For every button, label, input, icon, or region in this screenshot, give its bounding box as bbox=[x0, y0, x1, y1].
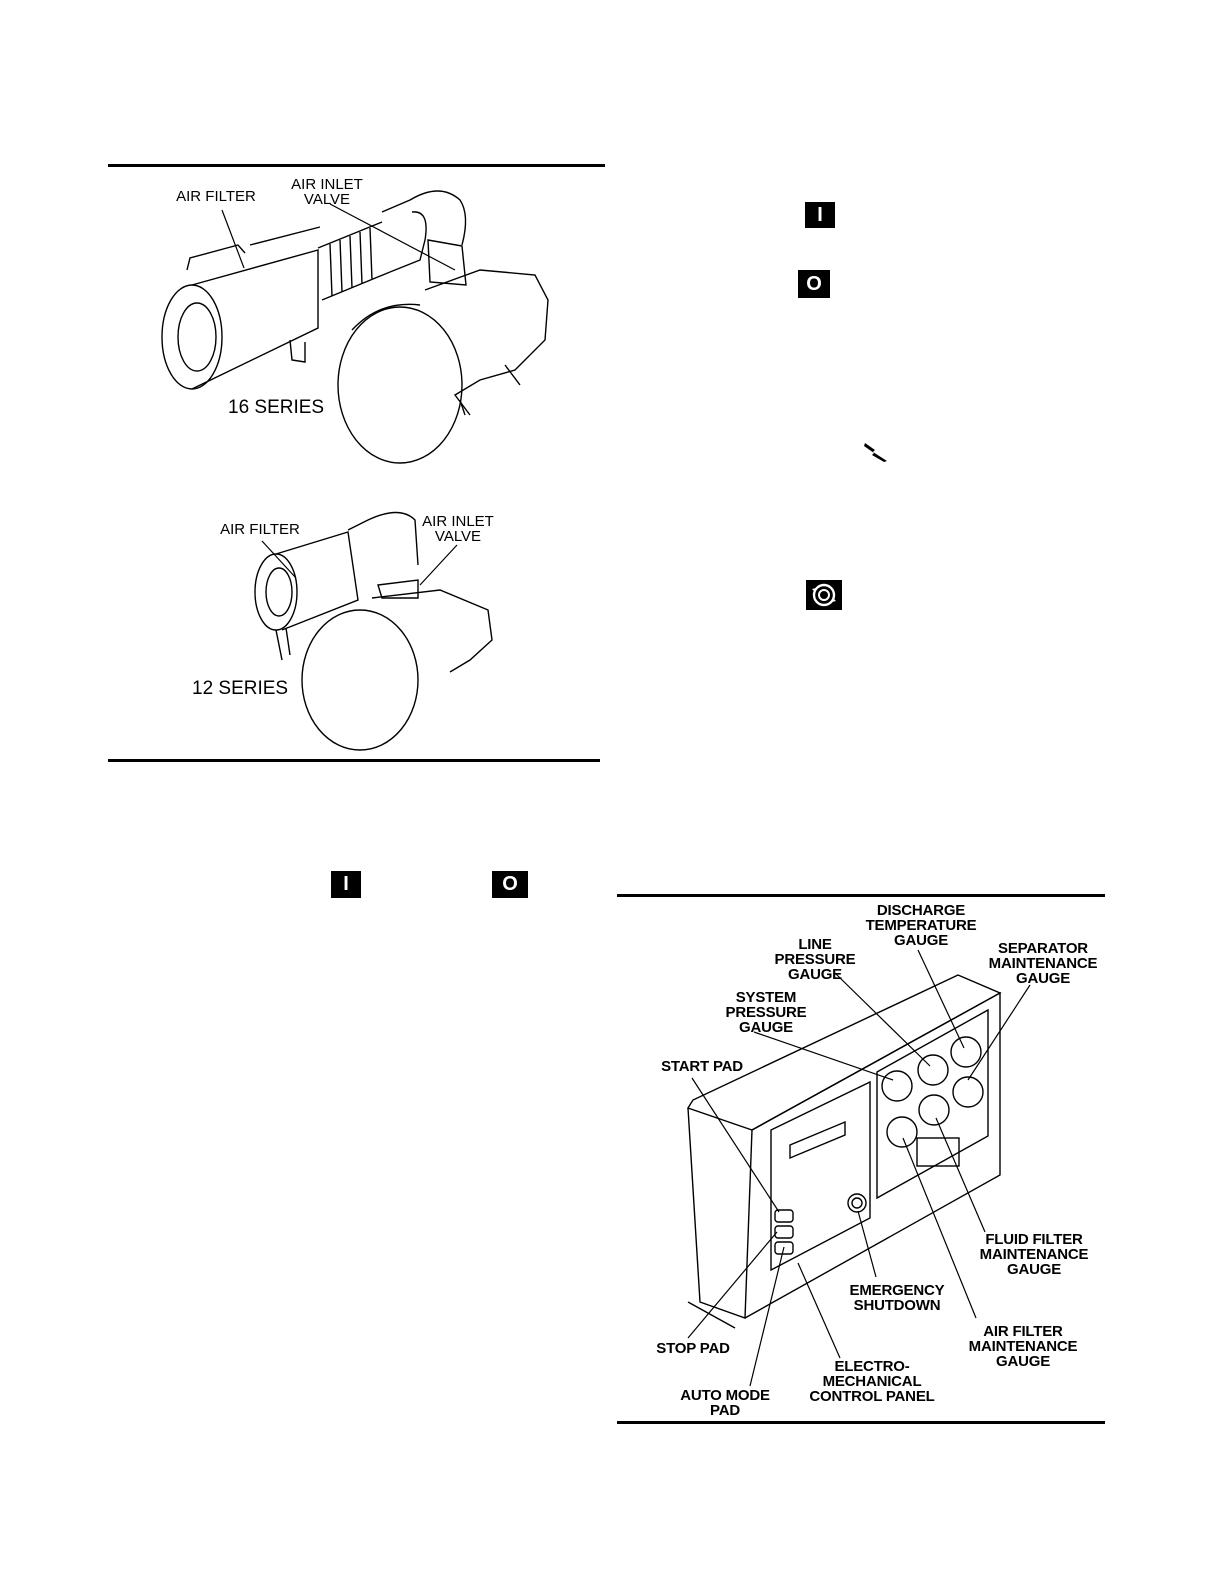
label-air-filter-16: AIR FILTER bbox=[176, 188, 256, 205]
top-figure-rule-bottom bbox=[108, 759, 600, 762]
panel-figure-rule-top bbox=[617, 894, 1105, 897]
label-discharge-temperature-gauge: DISCHARGE TEMPERATURE GAUGE bbox=[865, 902, 977, 949]
stop-symbol-inline-icon: O bbox=[492, 871, 528, 898]
series-12-illustration bbox=[254, 511, 493, 751]
label-16-series: 16 SERIES bbox=[228, 397, 325, 418]
top-figure-rule-top bbox=[108, 164, 605, 167]
label-12-series: 12 SERIES bbox=[192, 678, 289, 699]
label-auto-mode-pad: AUTO MODE PAD bbox=[680, 1387, 770, 1419]
label-line-pressure-gauge: LINE PRESSURE GAUGE bbox=[774, 936, 856, 983]
label-emergency-shutdown: EMERGENCY SHUTDOWN bbox=[849, 1282, 945, 1314]
label-air-filter-maintenance-gauge: AIR FILTER MAINTENANCE GAUGE bbox=[968, 1323, 1078, 1370]
start-symbol-icon: I bbox=[805, 202, 835, 228]
label-air-filter-12: AIR FILTER bbox=[220, 521, 300, 538]
auto-mode-icon bbox=[806, 580, 842, 610]
panel-figure-rule-bottom bbox=[617, 1421, 1105, 1424]
label-electro-mechanical-control-panel: ELECTRO- MECHANICAL CONTROL PANEL bbox=[809, 1358, 935, 1405]
label-air-inlet-valve-16: AIR INLET VALVE bbox=[291, 176, 363, 208]
label-separator-maintenance-gauge: SEPARATOR MAINTENANCE GAUGE bbox=[988, 940, 1098, 987]
label-system-pressure-gauge: SYSTEM PRESSURE GAUGE bbox=[725, 989, 807, 1036]
label-fluid-filter-maintenance-gauge: FLUID FILTER MAINTENANCE GAUGE bbox=[979, 1231, 1089, 1278]
label-air-inlet-valve-12: AIR INLET VALVE bbox=[422, 513, 494, 545]
label-start-pad: START PAD bbox=[661, 1058, 743, 1075]
series-16-illustration bbox=[161, 190, 549, 464]
start-symbol-inline-icon: I bbox=[331, 871, 361, 898]
stop-symbol-icon: O bbox=[798, 270, 830, 298]
label-stop-pad: STOP PAD bbox=[656, 1340, 730, 1357]
control-panel-illustration bbox=[686, 974, 1002, 1329]
lightning-bolt-icon bbox=[864, 443, 887, 462]
